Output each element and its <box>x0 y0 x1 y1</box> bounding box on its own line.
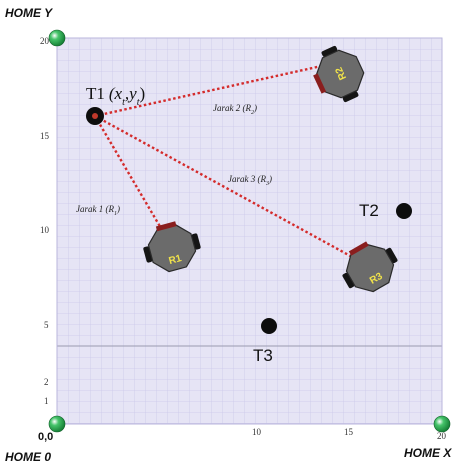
origin-label: 0,0 <box>38 431 54 443</box>
home-0-label: HOME 0 <box>5 450 52 464</box>
distance-line-2 <box>94 63 327 118</box>
robot-r1: R1 <box>143 221 201 273</box>
target-t2-label: T2 <box>359 201 379 220</box>
robot-r1-label: R1 <box>168 253 184 267</box>
robot-r1-sensor <box>155 221 177 232</box>
robot-r1-wheel-left <box>143 246 153 263</box>
home-0-marker <box>48 415 66 433</box>
x-tick-20: 20 <box>437 431 447 441</box>
robot-r2-sensor <box>313 73 327 94</box>
robot-r2-wheel-right <box>321 45 338 57</box>
home-x-label: HOME X <box>404 446 452 460</box>
target-t3-marker <box>261 318 277 334</box>
robot-r3-wheel-right <box>385 247 398 264</box>
home-y-marker <box>48 29 66 47</box>
y-tick-20: 20 <box>40 36 50 46</box>
target-t2-marker <box>396 203 412 219</box>
home-y-label: HOME Y <box>5 6 53 20</box>
robot-r1-wheel-right <box>191 233 201 250</box>
y-tick-10: 10 <box>40 225 50 235</box>
robot-r3-body <box>345 243 395 293</box>
y-tick-2: 2 <box>44 377 49 387</box>
robot-r3-wheel-left <box>342 272 355 289</box>
field-grid <box>57 38 442 424</box>
target-t1-center <box>92 113 98 119</box>
field-border <box>56 37 443 425</box>
robot-r1-body <box>147 223 197 273</box>
x-tick-10: 10 <box>252 427 262 437</box>
y-tick-15: 15 <box>40 131 50 141</box>
robot-r2: R2 <box>313 45 365 103</box>
distance-line-1 <box>93 115 167 236</box>
target-t3-label: T3 <box>253 346 273 365</box>
distance-line-3 <box>94 114 355 260</box>
home-x-marker <box>433 415 451 433</box>
distance-label-2: Jarak 2 (R2) <box>213 103 257 116</box>
y-tick-1: 1 <box>44 396 49 406</box>
robot-r2-label: R2 <box>333 65 349 82</box>
robot-r2-wheel-left <box>342 91 359 103</box>
distance-label-1: Jarak 1 (R1) <box>76 204 120 217</box>
target-t1-label: T1(xt,yt) <box>86 84 145 108</box>
robot-r3-sensor <box>348 241 369 256</box>
distance-label-3: Jarak 3 (R3) <box>228 174 272 187</box>
robot-r2-body <box>315 49 365 99</box>
robot-r3: R3 <box>342 241 398 293</box>
y-tick-5: 5 <box>44 320 49 330</box>
x-tick-15: 15 <box>344 427 354 437</box>
